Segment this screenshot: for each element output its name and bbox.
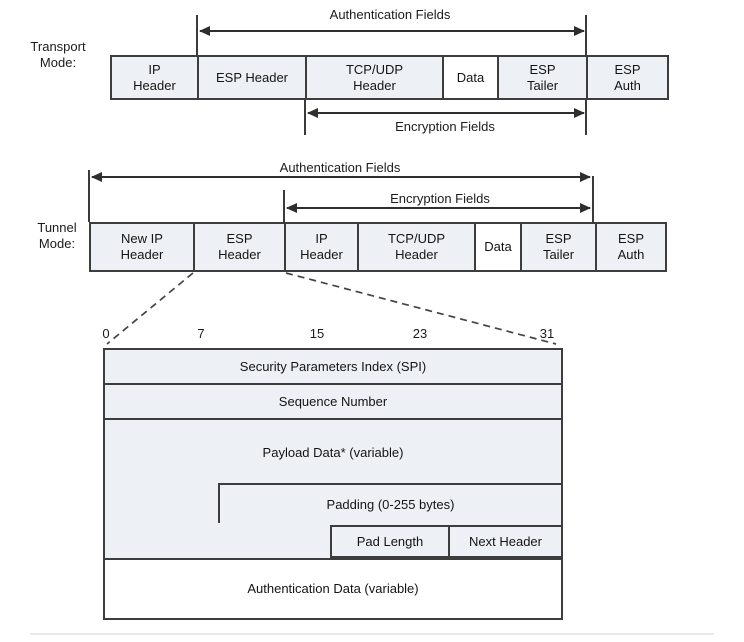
tunnel-authentication-fields-arrow [91,172,591,182]
esp-field-padding: Padding (0-255 bytes) [218,483,563,525]
transport-box-esp-auth: ESP Auth [586,55,669,100]
tunnel-box-esp-tailer: ESP Tailer [520,222,597,272]
bit-label-31: 31 [539,326,555,341]
esp-field-payload-data: Payload Data* (variable) [103,418,563,485]
bit-label-7: 7 [197,326,205,341]
bit-label-23: 23 [412,326,428,341]
tunnel-enc-left-boundary-line [283,190,285,222]
bit-label-0: 0 [102,326,110,341]
transport-mode-label: Transport Mode: [30,39,86,70]
tunnel-auth-right-boundary-line [592,176,594,222]
transport-box-esp-tailer: ESP Tailer [497,55,588,100]
esp-field-spi: Security Parameters Index (SPI) [103,348,563,385]
tunnel-authentication-fields-label: Authentication Fields [279,160,401,175]
bottom-divider-line [30,633,714,635]
tunnel-auth-left-boundary-line [88,170,90,222]
esp-field-authentication-data: Authentication Data (variable) [103,558,563,620]
transport-box-esp-header: ESP Header [197,55,307,100]
esp-field-payload-notch [103,483,220,525]
tunnel-mode-label: Tunnel Mode: [37,220,77,251]
esp-field-next-header: Next Header [448,525,563,558]
transport-encryption-fields-label: Encryption Fields [395,119,495,134]
transport-enc-left-boundary-line [304,100,306,135]
esp-field-pad-length: Pad Length [330,525,450,558]
tunnel-encryption-fields-label: Encryption Fields [390,191,490,206]
tunnel-box-esp-auth: ESP Auth [595,222,667,272]
tunnel-box-esp-header: ESP Header [193,222,286,272]
tunnel-box-ip-header: IP Header [284,222,359,272]
transport-box-tcp-udp-header: TCP/UDP Header [305,55,444,100]
esp-field-sequence-number: Sequence Number [103,383,563,420]
transport-auth-left-boundary-line [196,15,198,55]
tunnel-box-data: Data [474,222,522,272]
bit-label-15: 15 [309,326,325,341]
tunnel-box-tcp-udp-header: TCP/UDP Header [357,222,476,272]
tunnel-encryption-fields-arrow [286,203,591,213]
transport-authentication-fields-label: Authentication Fields [329,7,451,22]
tunnel-box-new-ip-header: New IP Header [89,222,195,272]
transport-box-ip-header: IP Header [110,55,199,100]
transport-box-data: Data [442,55,499,100]
transport-authentication-fields-arrow [199,26,585,36]
transport-encryption-fields-arrow [307,108,585,118]
